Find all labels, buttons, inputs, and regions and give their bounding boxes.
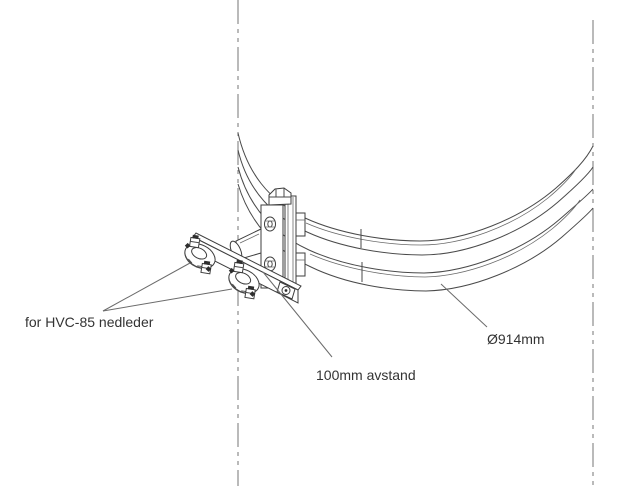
- label-100mm-spacing: 100mm avstand: [316, 367, 416, 383]
- mounting-bracket: [260, 187, 306, 289]
- plate-end-bolt: [276, 281, 296, 300]
- bracket-strap-lug-upper: [295, 212, 306, 237]
- leader-lines: [102, 262, 488, 358]
- bracket-strap-lug-lower: [295, 252, 306, 277]
- bracket-bolt-upper: [264, 216, 276, 232]
- upper-band-inner-line: [305, 168, 577, 246]
- bracket-flange: [284, 195, 297, 289]
- lower-band-inner-line: [309, 199, 581, 278]
- leader-diameter: [440, 283, 488, 328]
- label-pole-diameter: Ø914mm: [487, 331, 545, 347]
- label-hvc85-clamps: for HVC-85 nedleder: [25, 314, 154, 330]
- leader-clamp-2: [102, 288, 233, 312]
- leader-spacing: [262, 271, 333, 358]
- leader-clamp-1: [102, 262, 191, 312]
- bracket-bolt-lower: [264, 256, 276, 272]
